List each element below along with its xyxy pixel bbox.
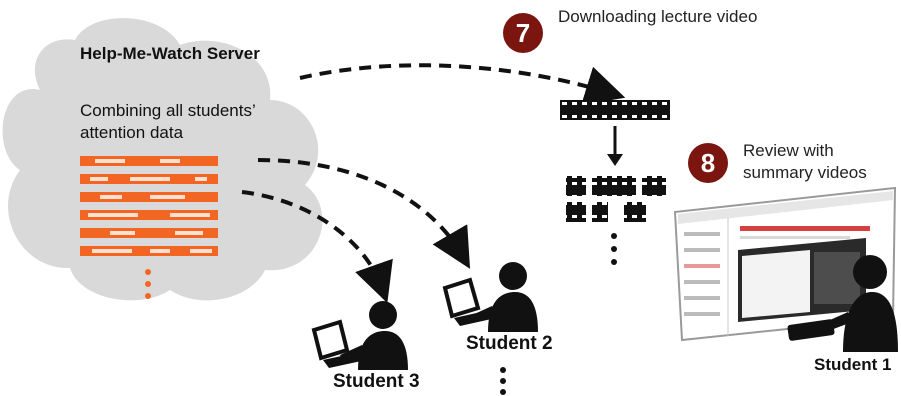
attention-bar [80, 174, 218, 184]
person-icon [340, 301, 408, 370]
server-description: Combining all students’ attention data [80, 101, 256, 142]
film-strip-icon [642, 176, 666, 196]
student-1-label: Student 1 [814, 355, 892, 374]
split-arrow [607, 126, 623, 166]
more-students-dots [500, 367, 506, 395]
summary-clips [566, 176, 666, 222]
more-clips-dots [611, 233, 617, 265]
arrows [241, 63, 626, 304]
attention-bar [80, 246, 218, 256]
attention-bar [80, 210, 218, 220]
attention-data-bars [80, 156, 218, 256]
step-7-badge: 7 [503, 13, 543, 53]
arrow-server-to-video [299, 63, 626, 105]
student-3-figure [311, 301, 408, 370]
laptop-icon [311, 319, 366, 368]
film-strip-icon [592, 176, 636, 196]
film-strip-icon [566, 176, 586, 196]
keyboard [787, 319, 835, 341]
film-strip-icon [560, 100, 670, 120]
step-8-label: Review with summary videos [743, 141, 867, 182]
server-title: Help-Me-Watch Server [80, 44, 260, 63]
person-icon [812, 255, 898, 352]
monitor-icon [673, 186, 897, 342]
person-icon [470, 262, 538, 332]
attention-bar [80, 228, 218, 238]
student-3-label: Student 3 [333, 371, 420, 392]
film-strip-icon [624, 202, 646, 222]
student-2-label: Student 2 [466, 333, 553, 354]
laptop-icon [442, 277, 496, 326]
attention-bar [80, 156, 218, 166]
student-2-figure [442, 262, 538, 332]
arrow-server-to-student3 [241, 190, 393, 304]
attention-bar [80, 192, 218, 202]
more-data-dots [145, 269, 151, 299]
film-strip-icon [592, 202, 608, 222]
arrow-server-to-student2 [257, 158, 471, 269]
film-strip-icon [566, 202, 586, 222]
step-7-label: Downloading lecture video [558, 7, 758, 26]
step-8-badge: 8 [688, 143, 728, 183]
